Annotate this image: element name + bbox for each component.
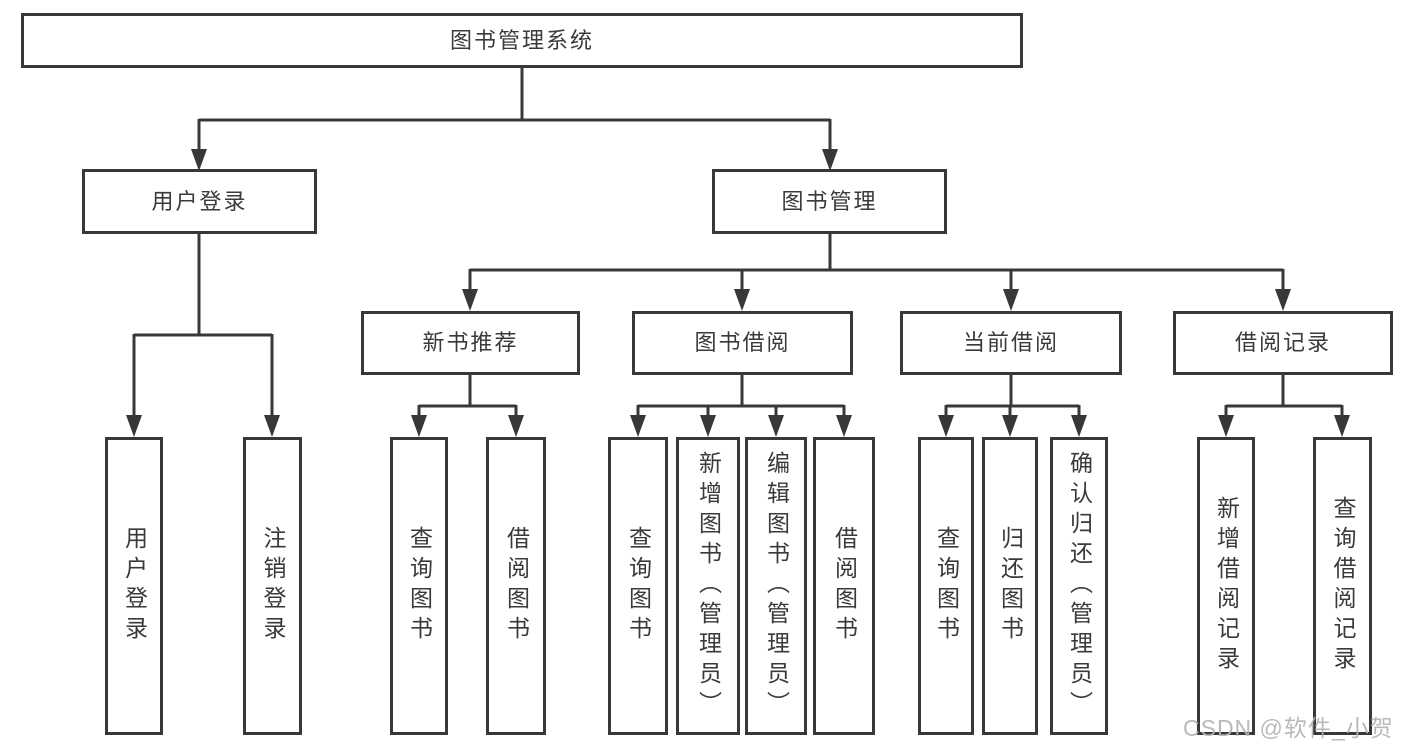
node-book-borrowing: 图书借阅 (632, 311, 853, 375)
leaf-edit-books-admin: 编辑图书（管理员） (745, 437, 807, 735)
leaf-user-login: 用户登录 (105, 437, 163, 735)
arrowheads-user-login-to-leaves (126, 415, 280, 437)
leaf-borrow-books-borrowing: 借阅图书 (813, 437, 875, 735)
connector-book-mgmt-to-level3 (468, 234, 1285, 291)
connector-current-borrow-to-leaves (944, 375, 1081, 418)
connector-book-borrow-to-leaves (636, 375, 846, 418)
connector-new-book-rec-to-leaves (417, 375, 518, 418)
leaf-query-borrow-record: 查询借阅记录 (1313, 437, 1372, 735)
leaf-query-books-borrowing: 查询图书 (608, 437, 668, 735)
node-user-login: 用户登录 (82, 169, 317, 234)
leaf-add-books-admin: 新增图书（管理员） (676, 437, 740, 735)
leaf-add-borrow-record: 新增借阅记录 (1197, 437, 1255, 735)
leaf-query-books-new-rec: 查询图书 (390, 437, 448, 735)
leaf-query-books-current: 查询图书 (918, 437, 974, 735)
arrowheads-book-borrow-to-leaves (630, 415, 852, 437)
node-book-management: 图书管理 (712, 169, 947, 234)
leaf-logout: 注销登录 (243, 437, 302, 735)
connector-borrow-records-to-leaves (1224, 375, 1344, 418)
arrowheads-book-mgmt-to-level3 (462, 289, 1291, 311)
csdn-watermark: CSDN @软件_小贺同学 (1183, 715, 1394, 741)
node-current-borrowing: 当前借阅 (900, 311, 1122, 375)
node-new-book-recommendation: 新书推荐 (361, 311, 580, 375)
arrowheads-current-borrow-to-leaves (938, 415, 1087, 437)
node-root-system: 图书管理系统 (21, 13, 1023, 68)
connector-root-to-level2 (197, 68, 832, 151)
leaf-borrow-books-new-rec: 借阅图书 (486, 437, 546, 735)
leaf-return-books: 归还图书 (982, 437, 1038, 735)
arrowheads-new-book-rec-to-leaves (411, 415, 524, 437)
arrowheads-borrow-records-to-leaves (1218, 415, 1350, 437)
leaf-confirm-return-admin: 确认归还（管理员） (1050, 437, 1108, 735)
node-borrowing-records: 借阅记录 (1173, 311, 1393, 375)
connector-user-login-to-leaves (132, 234, 274, 417)
arrowheads-root-to-level2 (191, 149, 838, 171)
